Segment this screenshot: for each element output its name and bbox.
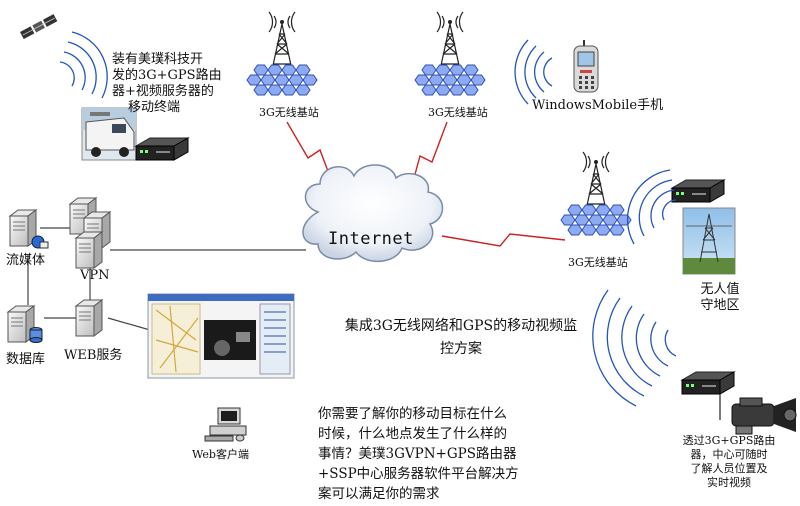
title-line: 集成3G无线网络和GPS的移动视频监 [344, 318, 578, 334]
camera-caption: 透过3G+GPS路由 器，中心可随时 了解人员位置及 实时视频 [674, 434, 784, 490]
pitch-line: 案可以满足你的需求 [318, 486, 440, 502]
internet-cloud [302, 164, 444, 263]
web-client-computer-icon [204, 407, 247, 442]
title-line: 控方案 [440, 341, 482, 357]
unattended-waves [626, 169, 677, 245]
station-right-label: 3G无线基站 [568, 256, 628, 269]
tower-right [561, 152, 631, 235]
database-label: 数据库 [6, 352, 46, 367]
camera-line: 透过3G+GPS路由 [682, 434, 776, 447]
satellite-waves [59, 31, 108, 99]
mobile-terminal-line: 发的3G+GPS路由 [112, 68, 222, 83]
web-server [75, 299, 103, 337]
camera-waves [592, 289, 677, 407]
satellite-icon [20, 14, 58, 40]
camera-router [681, 371, 735, 395]
server-links [27, 227, 306, 331]
link-cloud-to-station-right [441, 233, 566, 247]
web-client-label: Web客户端 [192, 448, 249, 461]
unattended-router [671, 179, 725, 203]
tower-top-mid [415, 12, 485, 95]
tower-top-left [247, 12, 317, 95]
phone-label: WindowsMobile手机 [532, 98, 664, 113]
mobile-terminal-line: 装有美璞科技开 [112, 52, 204, 67]
mobile-terminal-line: 移动终端 [128, 100, 181, 115]
internet-label: Internet [328, 229, 414, 249]
unattended-line: 守地区 [700, 298, 740, 313]
van-router [135, 137, 189, 161]
pitch-line: 时候，什么地点发生了什么样的 [318, 426, 507, 442]
pitch-line: 你需要了解你的移动目标在什么 [318, 406, 507, 422]
video-camera-icon [731, 397, 797, 435]
camera-line: 实时视频 [707, 476, 751, 489]
camera-line: 器，中心可随时 [690, 448, 768, 461]
web-service-label: WEB服务 [64, 348, 123, 363]
mobile-van-image [81, 107, 137, 161]
database-badge [29, 327, 43, 343]
pitch-line: +SSP中心服务器软件平台解决方 [318, 466, 519, 482]
vpn-label: VPN [80, 268, 110, 283]
station-top-left-label: 3G无线基站 [259, 106, 319, 119]
unattended-caption: 无人值 守地区 [690, 282, 750, 314]
phone-waves [514, 39, 553, 105]
camera-line: 了解人员位置及 [690, 462, 768, 475]
unattended-line: 无人值 [700, 282, 740, 297]
diagram-title: 集成3G无线网络和GPS的移动视频监 控方案 [326, 318, 596, 358]
mobile-terminal-caption: 装有美璞科技开 发的3G+GPS路由 器+视频服务器的 移动终端 [112, 52, 230, 116]
phone-icon [573, 40, 599, 93]
vpn-server-3 [75, 231, 103, 269]
station-top-mid-label: 3G无线基站 [428, 106, 488, 119]
pitch-line: 事情？美璞3GVPN+GPS路由器 [318, 446, 517, 462]
streaming-label: 流媒体 [6, 253, 46, 268]
mobile-terminal-line: 器+视频服务器的 [112, 84, 214, 99]
streaming-badge [31, 235, 49, 249]
solution-pitch: 你需要了解你的移动目标在什么 时候，什么地点发生了什么样的 事情？美璞3GVPN… [318, 404, 550, 504]
web-client-screenshot [147, 293, 295, 379]
tower-photo [682, 207, 736, 275]
